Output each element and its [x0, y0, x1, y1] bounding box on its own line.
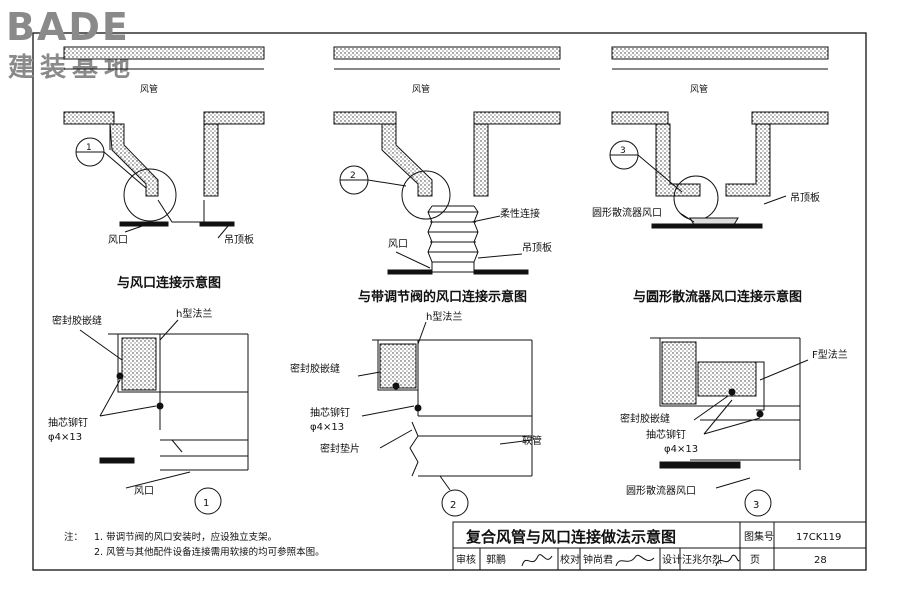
- panel-1-callout-number: 1: [86, 143, 92, 153]
- detail-3-diffuser-label: 圆形散流器风口: [626, 484, 696, 497]
- detail-1-rivet-spec: φ4×13: [48, 432, 82, 443]
- panel-3-ceiling-label: 吊顶板: [790, 191, 820, 204]
- title-block-page-no: 28: [814, 555, 827, 566]
- detail-3-diagram: [650, 337, 809, 517]
- detail-3-rivet-spec: φ4×13: [664, 444, 698, 455]
- detail-2-diagram: [357, 321, 533, 517]
- note-item-1: 1. 带调节阀的风口安装时，应设独立支架。: [94, 531, 277, 543]
- panel-2-ceiling-label: 吊顶板: [522, 241, 552, 254]
- title-block-title: 复合风管与风口连接做法示意图: [465, 528, 676, 546]
- panel-3-callout-number: 3: [620, 146, 626, 156]
- detail-1-outlet-label: 风口: [134, 485, 154, 497]
- panel-1-diagram: [63, 46, 265, 239]
- panel-2-callout-number: 2: [350, 171, 356, 181]
- title-block-reviewer: 郭鹏: [486, 553, 506, 566]
- detail-1-diagram: [79, 319, 249, 515]
- detail-3-sealant-label: 密封胶嵌缝: [620, 412, 670, 425]
- detail-1-h-flange-label: h型法兰: [176, 307, 212, 320]
- notes-heading: 注：: [64, 531, 83, 543]
- detail-2-number: 2: [450, 500, 456, 511]
- title-block-checker: 钟尚君: [583, 553, 613, 566]
- note-item-2: 2. 风管与其他配件设备连接需用软接的均可参照本图。: [94, 546, 325, 558]
- detail-2-gasket-label: 密封垫片: [320, 442, 360, 455]
- detail-2-sealant-label: 密封胶嵌缝: [290, 362, 340, 375]
- panel-3-duct-label: 风管: [690, 83, 708, 95]
- detail-3-f-flange-label: F型法兰: [812, 348, 848, 361]
- panel-1-caption: 与风口连接示意图: [117, 275, 221, 291]
- detail-2-rivet-spec: φ4×13: [310, 422, 344, 433]
- detail-2-rivet-label: 抽芯铆钉: [310, 406, 350, 419]
- panel-3-caption: 与圆形散流器风口连接示意图: [633, 289, 802, 305]
- panel-3-diagram: [609, 46, 829, 229]
- detail-3-number: 3: [753, 500, 759, 511]
- title-block-page-label: 页: [750, 554, 760, 566]
- detail-1-number: 1: [203, 498, 209, 509]
- detail-1-rivet-label: 抽芯铆钉: [48, 416, 88, 429]
- panel-3-diffuser-label: 圆形散流器风口: [592, 206, 662, 219]
- panel-1-duct-label: 风管: [140, 83, 158, 95]
- title-block-designer: 汪兆尔烈: [682, 553, 722, 566]
- title-block-atlas-label: 图集号: [744, 530, 774, 543]
- title-block-atlas-no: 17CK119: [796, 532, 841, 543]
- drawing-frame: [32, 32, 867, 571]
- panel-2-caption: 与带调节阀的风口连接示意图: [358, 289, 527, 305]
- panel-1-ceiling-label: 吊顶板: [224, 233, 254, 246]
- detail-1-sealant-label: 密封胶嵌缝: [52, 314, 102, 327]
- panel-2-flexible-joint-label: 柔性连接: [500, 207, 540, 220]
- detail-3-rivet-label: 抽芯铆钉: [646, 428, 686, 441]
- title-block-design-label: 设计: [662, 553, 682, 566]
- brand-latin: BADE: [6, 5, 130, 49]
- title-block: [452, 521, 867, 571]
- panel-1-outlet-label: 风口: [108, 234, 128, 246]
- detail-2-hose-label: 软管: [522, 434, 542, 447]
- panel-2-outlet-label: 风口: [388, 238, 408, 250]
- brand-watermark: BADE 建装基地: [6, 5, 130, 83]
- title-block-check-label: 校对: [560, 553, 580, 566]
- title-block-review-label: 审核: [456, 553, 476, 566]
- panel-2-diagram: [333, 46, 561, 275]
- panel-2-duct-label: 风管: [412, 83, 430, 95]
- detail-2-h-flange-label: h型法兰: [426, 310, 462, 323]
